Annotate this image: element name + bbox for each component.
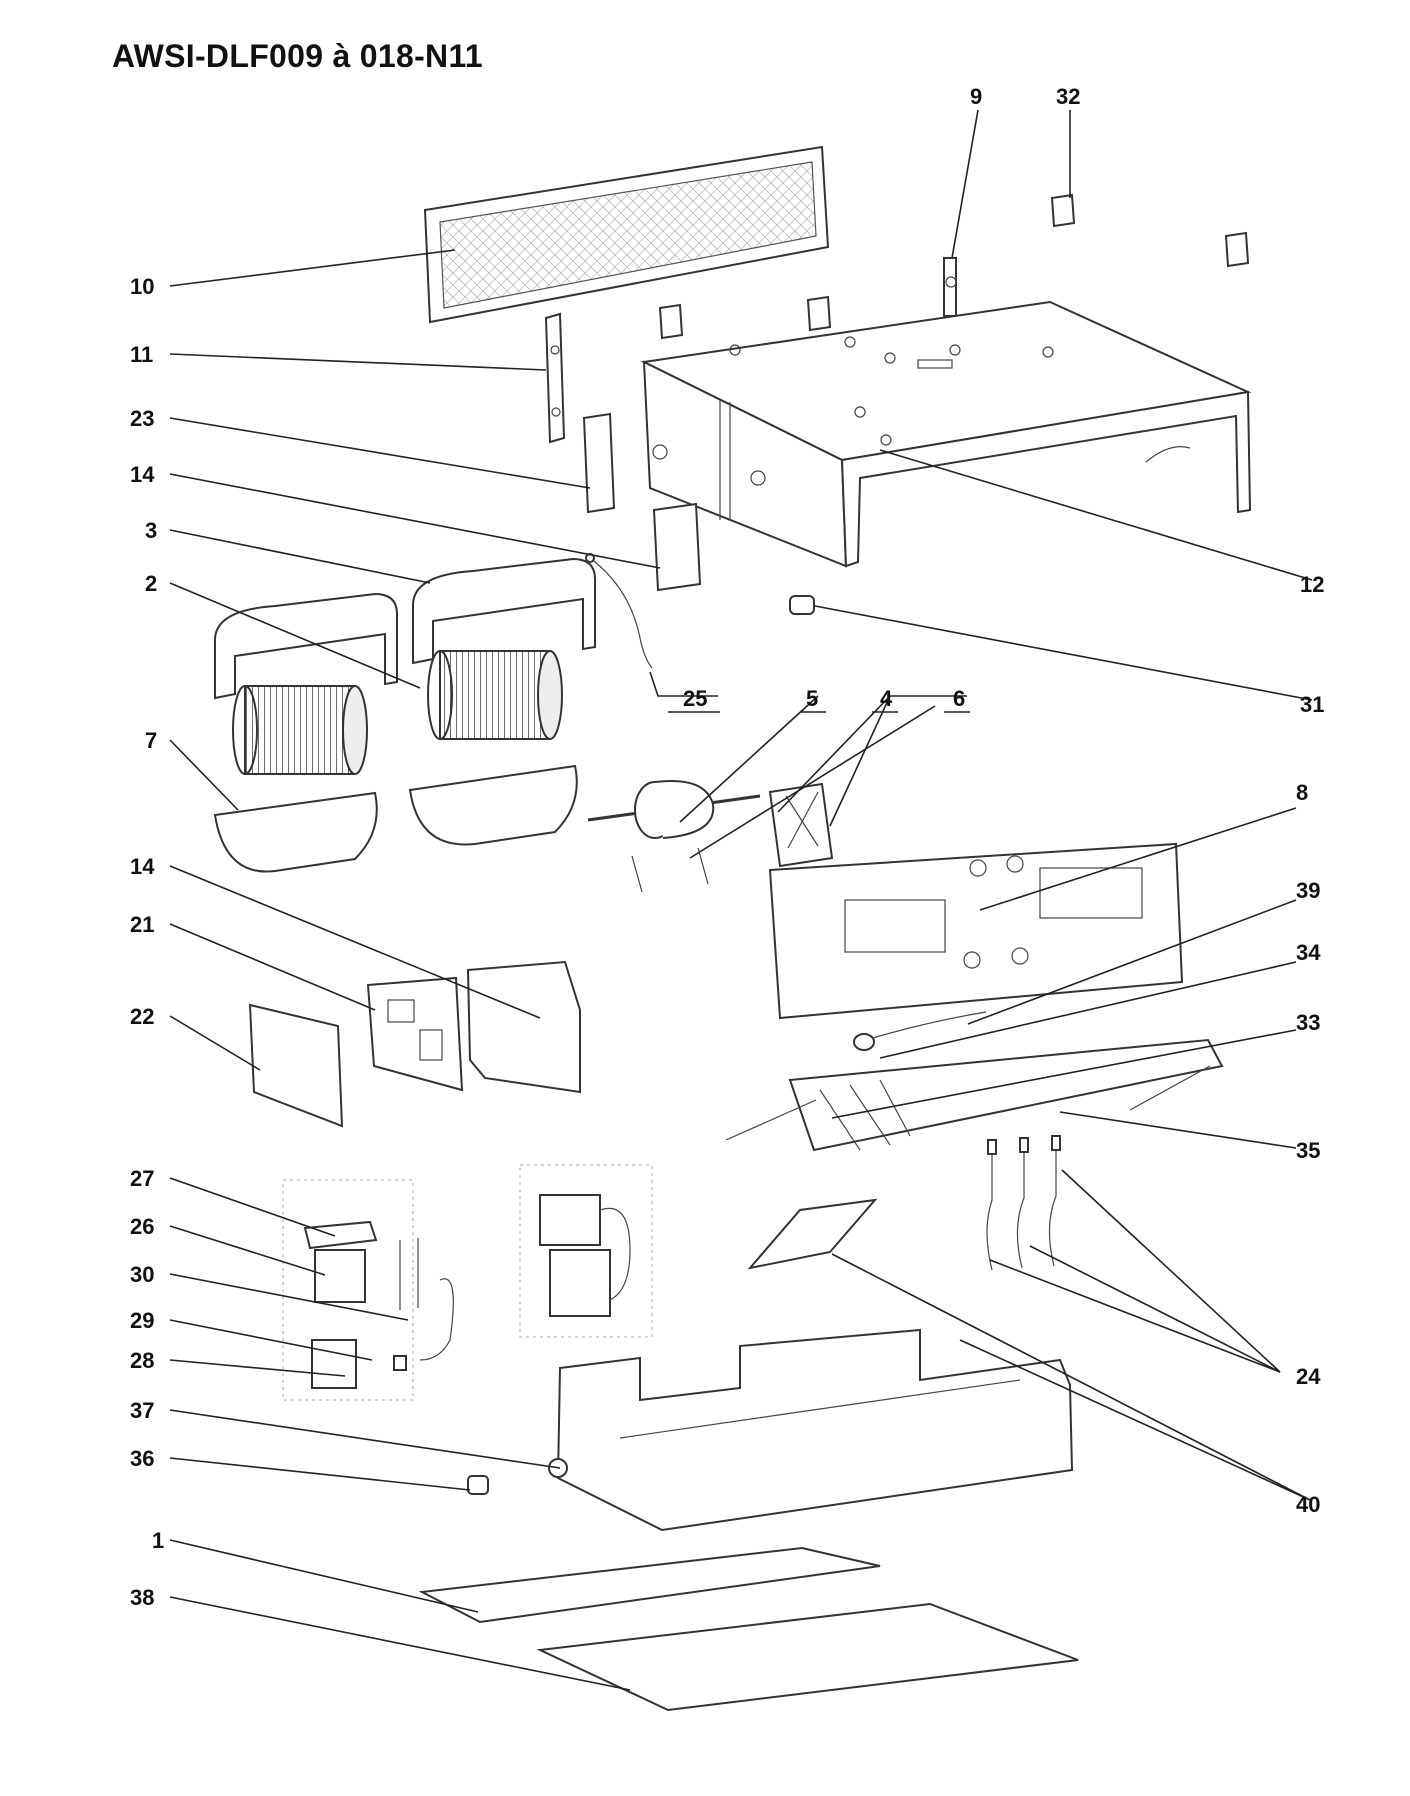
part-mounting-brackets: [658, 193, 1250, 340]
part-coil-support: [1129, 1065, 1211, 1111]
callout-8: 8: [1296, 780, 1308, 805]
callout-2: 2: [145, 571, 157, 596]
callout-22: 22: [130, 1004, 154, 1029]
callout-12: 12: [1300, 572, 1324, 597]
callout-5: 5: [806, 686, 818, 711]
part-motor-bracket: [768, 782, 834, 868]
callout-35: 35: [1296, 1138, 1320, 1163]
callout-4: 4: [880, 686, 893, 711]
part-plate-23: [582, 412, 616, 514]
part-hanger: [943, 257, 957, 317]
callout-28: 28: [130, 1348, 154, 1373]
callout-9: 9: [970, 84, 982, 109]
part-pump-assembly: [282, 1179, 454, 1401]
callout-30: 30: [130, 1262, 154, 1287]
part-bottom-panel: [536, 1602, 1079, 1712]
part-front-panel: [768, 842, 1184, 1020]
callout-38: 38: [130, 1585, 154, 1610]
part-cover: [248, 1003, 344, 1128]
callout-6: 6: [953, 686, 965, 711]
callout-11: 11: [130, 342, 153, 367]
callout-14: 14: [130, 854, 155, 879]
callout-33: 33: [1296, 1010, 1320, 1035]
callout-37: 37: [130, 1398, 154, 1423]
callout-32: 32: [1056, 84, 1080, 109]
callout-10: 10: [130, 274, 154, 299]
part-bracket: [544, 312, 566, 444]
part-bottom-plate: [418, 1546, 881, 1624]
part-filter: [423, 145, 830, 324]
part-scroll-housing-upper: [214, 557, 596, 700]
part-scroll-housing-lower: [213, 764, 578, 873]
callout-34: 34: [1296, 940, 1321, 965]
part-coil: [725, 1038, 1224, 1152]
callout-27: 27: [130, 1166, 154, 1191]
callout-labels: 10 11 23 14 3 2 7 14 21 22 27 26 30 29 2…: [130, 84, 1324, 1610]
part-drain-cover: [747, 1198, 878, 1270]
part-electrical-box: [466, 960, 581, 1094]
part-sensors: [986, 1135, 1061, 1271]
callout-13: 14: [130, 462, 155, 487]
callout-39: 39: [1296, 878, 1320, 903]
callout-7: 7: [145, 728, 157, 753]
diagram-title: AWSI-DLF009 à 018-N11: [112, 38, 483, 74]
part-drain-plug: [467, 1475, 489, 1495]
callout-24: 24: [1296, 1364, 1321, 1389]
leader-lines: [169, 109, 1313, 1691]
callout-3: 3: [145, 518, 157, 543]
callout-23: 23: [130, 406, 154, 431]
part-motor-clips: [631, 847, 709, 893]
part-pump-assembly-detail: [519, 1164, 653, 1338]
part-drain-pan: [548, 1328, 1074, 1532]
part-control-board: [366, 976, 464, 1092]
callout-29: 29: [130, 1308, 154, 1333]
callout-1: 1: [152, 1528, 164, 1553]
callout-36: 36: [130, 1446, 154, 1471]
part-plate-13: [652, 502, 702, 592]
callout-25: 25: [683, 686, 707, 711]
callout-40: 40: [1296, 1492, 1320, 1517]
callout-21: 21: [130, 912, 154, 937]
part-probe: [853, 1011, 987, 1051]
part-casing: [640, 300, 1252, 568]
callout-26: 26: [130, 1214, 154, 1239]
part-grommet: [789, 595, 815, 615]
callout-31: 31: [1300, 692, 1324, 717]
part-motor: [587, 780, 761, 839]
part-blower-wheels: [232, 650, 563, 775]
